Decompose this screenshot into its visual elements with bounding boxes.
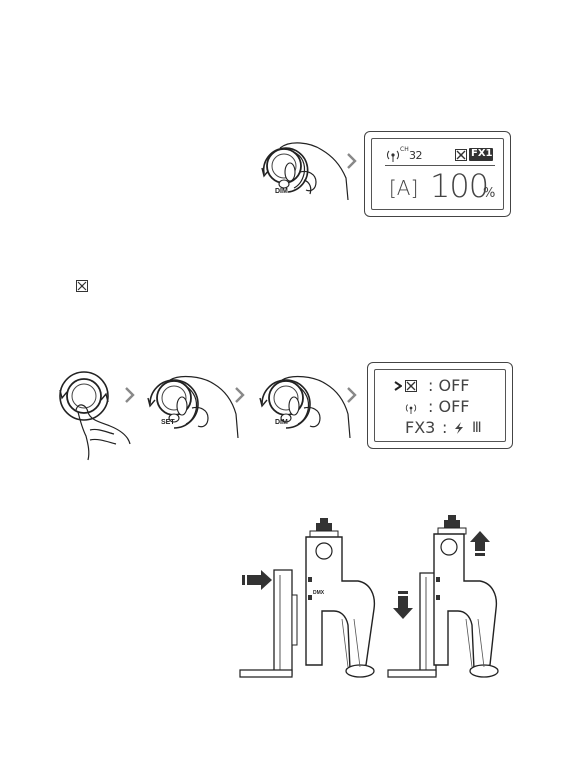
fx-mode-label: FX3 (405, 418, 435, 437)
output-level: 100 (430, 167, 488, 205)
chevron-right-icon (346, 386, 358, 404)
dmx-panel-label: DMX (313, 590, 324, 596)
mount-bracket-illustration-attach (230, 515, 380, 690)
set-knob-label: SET (161, 419, 175, 426)
channel-prefix: CH (400, 146, 409, 153)
display-screen-step2: : OFF : OFF FX3 : Ⅲ (367, 362, 513, 449)
fan-icon (455, 149, 467, 161)
fan-status-value: : OFF (428, 376, 469, 395)
chevron-right-icon (346, 152, 358, 170)
dim-knob-hand-illustration (250, 134, 350, 204)
fan-icon (405, 380, 417, 392)
set-knob-hand-illustration (140, 370, 240, 442)
dim-knob-label: DIM (275, 188, 288, 195)
mode-indicator: [A] (389, 176, 418, 200)
wireless-signal-icon (385, 148, 401, 162)
channel-number: 32 (409, 149, 422, 162)
mount-bracket-illustration-adjust (380, 515, 520, 690)
chevron-right-icon (124, 386, 136, 404)
fx-mode-separator: : (442, 418, 447, 437)
chevron-right-icon (234, 386, 246, 404)
dim-knob-label: DIM (275, 419, 288, 426)
selection-cursor-icon (394, 381, 402, 391)
wireless-status-value: : OFF (428, 397, 469, 416)
dim-knob-hand-illustration (252, 370, 352, 442)
wireless-signal-icon (404, 402, 418, 414)
knob-press-hand-illustration (56, 370, 134, 462)
display-divider (385, 165, 495, 166)
fx-mode-value: Ⅲ (472, 420, 482, 436)
fx-badge-label: FX1 (471, 148, 493, 159)
fan-icon (76, 280, 88, 292)
display-screen-step1: CH 32 FX1 [A] 100 % (364, 131, 511, 217)
lightning-icon (452, 421, 466, 435)
output-level-unit: % (483, 186, 495, 201)
